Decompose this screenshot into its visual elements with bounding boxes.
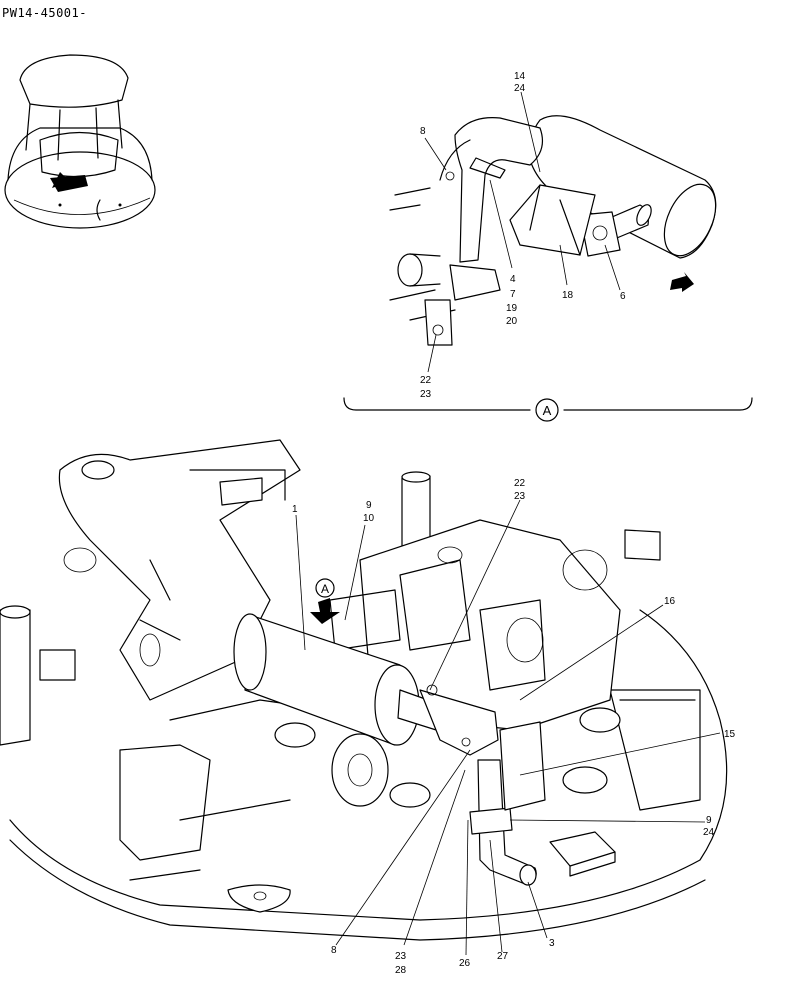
main-label-22: 22 (514, 478, 526, 489)
label-18: 18 (562, 290, 574, 301)
label-20: 20 (506, 316, 518, 327)
main-label-9b: 9 (706, 815, 712, 826)
main-label-23b: 23 (395, 951, 407, 962)
main-label-9: 9 (366, 500, 372, 511)
label-23: 23 (420, 389, 432, 400)
detail-bracket (509, 184, 596, 256)
main-label-23: 23 (514, 491, 526, 502)
detail-pipe (454, 117, 543, 263)
main-label-24: 24 (703, 827, 715, 838)
label-14: 14 (514, 71, 526, 82)
view-a-marker-label: A (321, 582, 329, 596)
label-19: 19 (506, 303, 518, 314)
detail-view-a: A 8 14 24 4 7 19 20 18 6 22 23 (343, 71, 753, 422)
main-label-1: 1 (292, 504, 298, 515)
thumbnail-machine (4, 54, 156, 229)
main-label-16: 16 (664, 596, 676, 607)
label-8: 8 (420, 126, 426, 137)
view-a-circle (535, 398, 559, 422)
main-assembly-view: A 1 9 10 22 23 16 15 9 24 3 27 26 (0, 439, 736, 976)
main-label-15: 15 (724, 729, 736, 740)
main-label-28: 28 (395, 965, 407, 976)
label-7: 7 (510, 289, 516, 300)
view-a-arrow-icon (310, 598, 340, 624)
main-label-3: 3 (549, 938, 555, 949)
main-label-27: 27 (497, 951, 509, 962)
label-6: 6 (620, 291, 626, 302)
view-a-label: A (543, 403, 552, 418)
label-24: 24 (514, 83, 526, 94)
muffler-bracket (419, 689, 499, 756)
detail-flange (579, 211, 621, 257)
main-label-26: 26 (459, 958, 471, 969)
label-22: 22 (420, 375, 432, 386)
label-4: 4 (510, 274, 516, 285)
direction-arrow-icon (670, 272, 694, 292)
main-label-10: 10 (363, 513, 375, 524)
view-a-marker (315, 578, 335, 598)
main-label-8: 8 (331, 945, 337, 956)
diagram-code: PW14-45001- (2, 6, 87, 20)
